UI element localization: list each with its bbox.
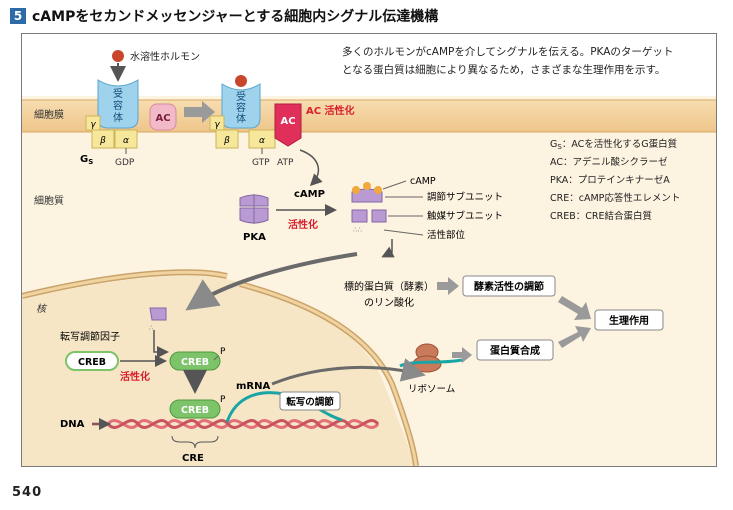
svg-text:受: 受 <box>236 91 246 103</box>
svg-text:GS：ACを活性化するG蛋白質: GS：ACを活性化するG蛋白質 <box>550 138 677 151</box>
protein-synthesis-box <box>476 339 554 361</box>
physiology-label: 生理作用 <box>609 314 649 327</box>
gdp-label: GDP <box>115 158 135 168</box>
svg-text:PKA：プロテインキナーゼA: PKA：プロテインキナーゼA <box>550 174 670 186</box>
transcription-reg-label: 転写の調節 <box>286 396 334 408</box>
svg-text:∴: ∴ <box>149 324 154 332</box>
to-target-arrow <box>381 239 395 258</box>
enzyme-regulation-box <box>462 275 556 297</box>
gs-label: GS <box>80 154 93 166</box>
cre-label: CRE <box>182 453 204 464</box>
svg-text:AC：アデニル酸シクラーゼ: AC：アデニル酸シクラーゼ <box>550 156 668 168</box>
protein-to-physiology-arrow <box>558 326 591 348</box>
figure-canvas: 多くのホルモンがcAMPを介してシグナルを伝える。PKAのターゲット となる蛋白… <box>21 34 716 467</box>
section-header: 5 cAMPをセカンドメッセンジャーとする細胞内シグナル伝達機構 <box>10 6 438 26</box>
dna-strand-2 <box>106 419 380 429</box>
physiology-box <box>594 309 664 331</box>
pka-to-creb-arrow <box>153 330 169 358</box>
creb-bound <box>169 399 221 419</box>
enzyme-to-physiology-arrow <box>558 296 591 320</box>
figure-frame: 多くのホルモンがcAMPを介してシグナルを伝える。PKAのターゲット となる蛋白… <box>21 33 717 467</box>
intro-line-2: となる蛋白質は細胞により異なるため，さまざまな生理作用を示す。 <box>342 63 665 76</box>
to-enzyme-arrow <box>437 277 459 295</box>
mrna-label: mRNA <box>236 381 270 392</box>
nucleus-area <box>22 275 227 466</box>
ac-activation-label: AC 活性化 <box>306 104 355 117</box>
protein-synthesis-label: 蛋白質合成 <box>490 344 540 357</box>
activation2-label: 活性化 <box>120 370 150 383</box>
atp-to-camp-arrow <box>299 149 323 187</box>
phospho-2: P <box>220 395 226 405</box>
svg-text:AC: AC <box>280 116 295 127</box>
ribosome-to-protein-arrow <box>452 347 472 363</box>
svg-text:α: α <box>123 136 129 146</box>
ribosome-label: リボソーム <box>408 384 455 395</box>
receptor-active: 受 容 体 <box>221 83 261 129</box>
pka-catalytic-nucleus: ∴ <box>149 307 167 332</box>
catalytic-label: 触媒サブユニット <box>427 210 503 222</box>
camp-product-label: cAMP <box>294 189 325 200</box>
svg-text:CREB：CRE結合蛋白質: CREB：CRE結合蛋白質 <box>550 210 652 222</box>
svg-text:γ: γ <box>214 120 220 130</box>
transcription-reg-box <box>279 391 341 411</box>
creb-bound-label: CREB <box>181 405 209 416</box>
g-protein-inactive: γ β α <box>85 115 138 149</box>
target-line-1: 標的蛋白質（酵素） <box>344 280 434 293</box>
gtp-label: GTP <box>252 158 270 168</box>
pka-to-nucleus-arrow <box>185 252 358 311</box>
svg-text:γ: γ <box>90 120 96 130</box>
intro-line-1: 多くのホルモンがcAMPを介してシグナルを伝える。PKAのターゲット <box>342 45 673 58</box>
hormone-bound <box>235 75 247 87</box>
creb-inactive <box>65 351 119 371</box>
section-title: cAMPをセカンドメッセンジャーとする細胞内シグナル伝達機構 <box>32 9 439 25</box>
cytoplasm-label: 細胞質 <box>34 194 64 207</box>
svg-text:CRE：cAMP応答性エレメント: CRE：cAMP応答性エレメント <box>550 192 680 204</box>
svg-text:β: β <box>99 136 106 146</box>
enzyme-regulation-label: 酵素活性の調節 <box>474 280 544 293</box>
creb-active-label: CREB <box>181 357 209 368</box>
svg-text:容: 容 <box>113 99 123 112</box>
hormone-label: 水溶性ホルモン <box>130 50 200 63</box>
section-number: 5 <box>10 8 26 24</box>
creb-inactive-label: CREB <box>78 357 106 368</box>
transition-arrow <box>184 101 215 123</box>
activation-label: 活性化 <box>288 218 318 231</box>
target-line-2: のリン酸化 <box>364 296 414 309</box>
pka-inactive <box>239 194 269 224</box>
camp-label: cAMP <box>410 176 436 187</box>
dna-label: DNA <box>60 419 85 430</box>
regulatory-label: 調節サブユニット <box>427 191 503 203</box>
svg-text:受: 受 <box>113 88 123 100</box>
membrane-label: 細胞膜 <box>34 108 64 121</box>
nucleus-label: 核 <box>36 303 48 315</box>
receptor-inactive: 受 容 体 <box>97 79 139 129</box>
svg-text:α: α <box>259 136 265 146</box>
svg-text:体: 体 <box>113 112 123 124</box>
svg-text:容: 容 <box>236 101 246 114</box>
legend: GS：ACを活性化するG蛋白質 AC：アデニル酸シクラーゼ PKA：プロテインキ… <box>550 138 680 222</box>
tf-label: 転写調節因子 <box>60 330 120 343</box>
ac-active: AC <box>274 103 302 147</box>
mrna-export-arrow <box>271 358 426 386</box>
pka-active: ∴∴ <box>351 182 387 234</box>
svg-text:β: β <box>223 136 230 146</box>
svg-text:体: 体 <box>236 113 246 125</box>
ac-inactive: AC <box>149 103 177 131</box>
g-protein-active: γ β α <box>209 115 276 149</box>
hormone-molecule <box>112 50 124 62</box>
active-site-label: 活性部位 <box>427 229 466 241</box>
pka-label: PKA <box>243 232 266 243</box>
svg-text:AC: AC <box>155 113 170 124</box>
page-number: 540 <box>12 485 43 500</box>
svg-text:∴∴: ∴∴ <box>353 226 362 234</box>
cre-bracket <box>171 435 219 449</box>
phospho-1: P <box>220 347 226 357</box>
atp-label: ATP <box>277 158 294 168</box>
